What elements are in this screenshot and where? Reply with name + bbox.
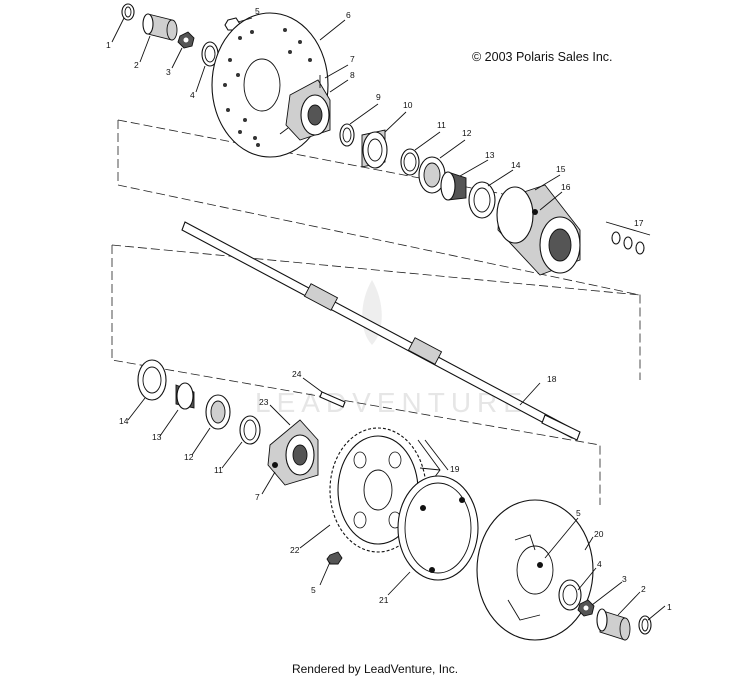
callout-5b: 5	[311, 585, 316, 595]
callout-3: 3	[166, 67, 171, 77]
callout-6: 6	[346, 10, 351, 20]
callout-23: 23	[259, 397, 269, 407]
part-13-tapered-bearing-top	[440, 171, 467, 201]
part-18-axle	[181, 221, 581, 441]
watermark: LEADVENTURE	[255, 280, 528, 418]
callout-17: 17	[634, 218, 644, 228]
part-3-nut-bottom	[577, 599, 595, 617]
callout-20: 20	[594, 529, 604, 539]
part-2-bushing-top	[142, 13, 178, 41]
callout-11b: 11	[214, 465, 223, 475]
callout-21: 21	[379, 595, 389, 605]
callout-13b: 13	[152, 432, 162, 442]
part-7-hub-bottom	[267, 419, 319, 486]
callout-2b: 2	[641, 584, 646, 594]
callout-12b: 12	[184, 452, 194, 462]
callout-22: 22	[290, 545, 300, 555]
part-12-race-bottom	[205, 394, 231, 430]
callout-10: 10	[403, 100, 413, 110]
part-2-bushing-bottom	[596, 608, 631, 641]
callout-4: 4	[190, 90, 195, 100]
part-21-sprocket-guard	[397, 475, 479, 581]
callout-11: 11	[437, 120, 446, 130]
part-17-pin-kit	[605, 221, 651, 255]
dashed-assembly-outline	[111, 119, 641, 505]
callout-24: 24	[292, 369, 302, 379]
part-5-nut-bottom	[326, 551, 343, 565]
part-12-race-top	[418, 156, 446, 194]
callout-7: 7	[350, 54, 355, 64]
part-24-bolt	[319, 391, 346, 408]
callouts: 1 2 3 4 5 6 7 8 9 10 11 12 13 14 15 16 1…	[106, 6, 672, 612]
callout-18: 18	[547, 374, 557, 384]
callout-14: 14	[511, 160, 521, 170]
copyright-notice: © 2003 Polaris Sales Inc.	[472, 50, 613, 64]
part-14-race-bottom	[137, 359, 167, 401]
callout-3b: 3	[622, 574, 627, 584]
callout-12: 12	[462, 128, 472, 138]
part-3-nut-top	[177, 31, 195, 49]
callout-14b: 14	[119, 416, 129, 426]
callout-19: 19	[450, 464, 460, 474]
callout-4b: 4	[597, 559, 602, 569]
part-8-hub-top	[279, 75, 331, 141]
part-11-ring-bottom	[239, 415, 261, 445]
callout-5: 5	[255, 6, 260, 16]
callout-9: 9	[376, 92, 381, 102]
callout-2: 2	[134, 60, 139, 70]
part-4-washer-top	[201, 41, 219, 67]
part-14-race-top	[468, 181, 496, 219]
callout-13: 13	[485, 150, 495, 160]
part-10-bearing	[361, 129, 388, 169]
part-11-ring-top	[400, 148, 420, 176]
part-4-washer-bottom	[558, 579, 582, 611]
part-1-snap-ring-bottom	[638, 615, 652, 635]
part-15-bearing-carrier	[496, 184, 581, 276]
footer-credit: Rendered by LeadVenture, Inc.	[291, 662, 459, 676]
svg-text:LEADVENTURE: LEADVENTURE	[255, 387, 528, 418]
leader-lines	[111, 17, 666, 621]
callout-7b: 7	[255, 492, 260, 502]
callout-8: 8	[350, 70, 355, 80]
callout-5c: 5	[576, 508, 581, 518]
part-9-snap-ring	[339, 123, 355, 147]
callout-16: 16	[561, 182, 571, 192]
part-13-tapered-bearing-bottom	[175, 382, 195, 410]
callout-1b: 1	[667, 602, 672, 612]
part-1-snap-ring-top	[121, 3, 135, 21]
callout-15: 15	[556, 164, 566, 174]
callout-1: 1	[106, 40, 111, 50]
